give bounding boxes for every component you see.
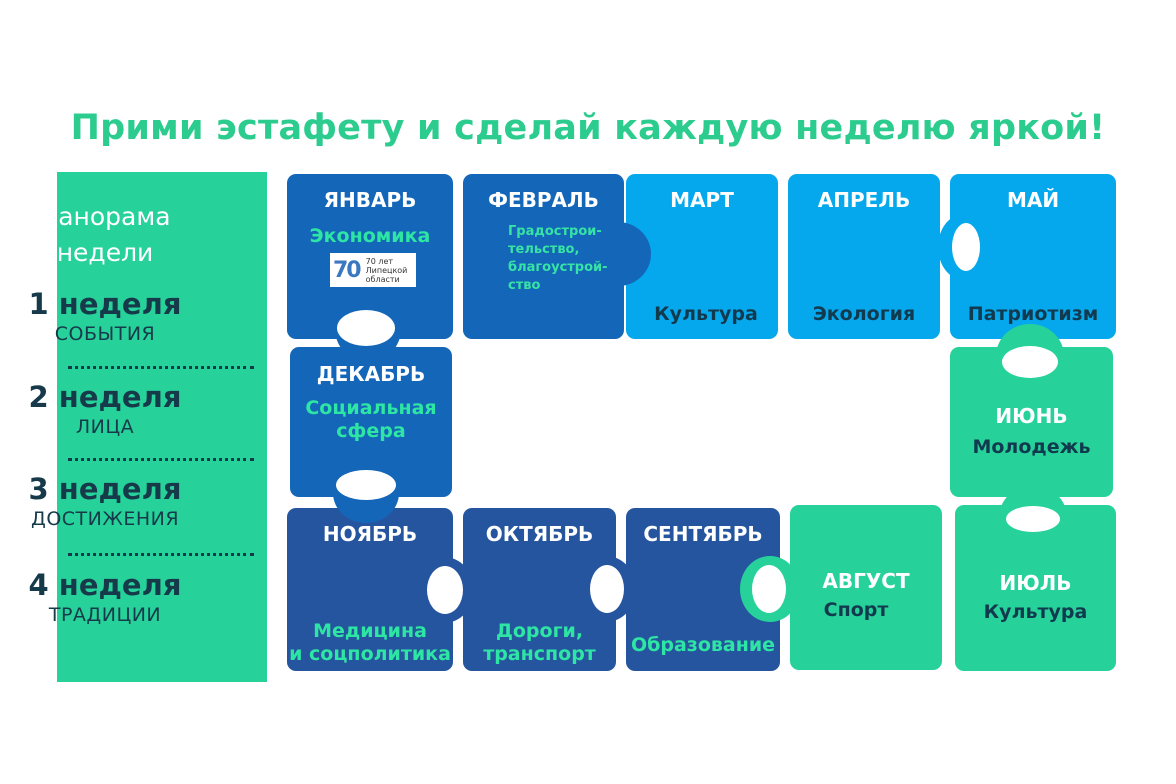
page-headline: Прими эстафету и сделай каждую неделю яр… — [70, 108, 1106, 148]
puzzle-hole — [752, 565, 786, 613]
puzzle-hole — [952, 223, 980, 271]
month-january: ЯНВАРЬ — [323, 188, 417, 212]
divider — [68, 458, 254, 461]
puzzle-hole — [590, 565, 624, 613]
week-number: 4 неделя — [28, 568, 182, 602]
month-december: ДЕКАБРЬ — [316, 362, 426, 386]
month-june: ИЮНЬ — [995, 404, 1068, 428]
month-march: МАРТ — [670, 188, 734, 212]
week-2: 2 неделя ЛИЦА — [0, 380, 210, 440]
panel-title: Панорама недели — [0, 199, 210, 271]
week-4: 4 неделя ТРАДИЦИИ — [0, 568, 210, 628]
week-1: 1 неделя СОБЫТИЯ — [0, 287, 210, 347]
panel-title-line2: недели — [56, 238, 154, 267]
topic-november: Медицина и соцполитика — [289, 620, 451, 665]
panel-title-line1: Панорама — [39, 202, 171, 231]
topic-august: Спорт — [823, 599, 889, 621]
month-august: АВГУСТ — [822, 569, 910, 593]
month-february: ФЕВРАЛЬ — [488, 188, 599, 212]
week-number: 3 неделя — [28, 472, 182, 506]
topic-october: Дороги, транспорт — [483, 620, 596, 665]
puzzle-hole — [337, 310, 395, 346]
topic-february: Градострои- тельство, благоустрой- ство — [508, 224, 608, 293]
topic-december: Социальная сфера — [305, 397, 437, 442]
tile-august — [790, 505, 942, 670]
topic-september: Образование — [630, 634, 776, 656]
week-number: 1 неделя — [28, 287, 182, 321]
month-may: МАЙ — [1006, 188, 1060, 212]
topic-july: Культура — [983, 601, 1088, 623]
month-october: ОКТЯБРЬ — [485, 522, 594, 546]
logo-number: 70 — [333, 257, 362, 283]
topic-june: Молодежь — [972, 436, 1091, 458]
logo-text: 70 лет Липецкой области — [365, 256, 408, 284]
topic-april: Экология — [812, 303, 916, 325]
month-april: АПРЕЛЬ — [817, 188, 911, 212]
week-label: СОБЫТИЯ — [54, 323, 156, 345]
week-label: ДОСТИЖЕНИЯ — [30, 508, 180, 530]
week-label: ТРАДИЦИИ — [48, 604, 162, 626]
divider — [68, 366, 254, 369]
puzzle-hole — [1006, 506, 1060, 532]
week-3: 3 неделя ДОСТИЖЕНИЯ — [0, 472, 210, 532]
topic-may: Патриотизм — [967, 303, 1099, 325]
tile-april — [788, 174, 940, 339]
puzzle-hole — [336, 470, 396, 500]
puzzle-knob — [585, 222, 651, 286]
divider — [68, 553, 254, 556]
month-september: СЕНТЯБРЬ — [643, 522, 763, 546]
puzzle-hole — [1002, 346, 1058, 378]
week-panorama-panel — [57, 172, 267, 682]
anniversary-logo: 70 70 лет Липецкой области — [330, 253, 416, 287]
topic-january: Экономика — [309, 225, 431, 247]
month-july: ИЮЛЬ — [999, 571, 1072, 595]
week-label: ЛИЦА — [75, 416, 135, 438]
week-number: 2 неделя — [28, 380, 182, 414]
topic-march: Культура — [654, 303, 758, 325]
month-november: НОЯБРЬ — [322, 522, 418, 546]
tile-march — [626, 174, 778, 339]
puzzle-hole — [427, 566, 463, 614]
